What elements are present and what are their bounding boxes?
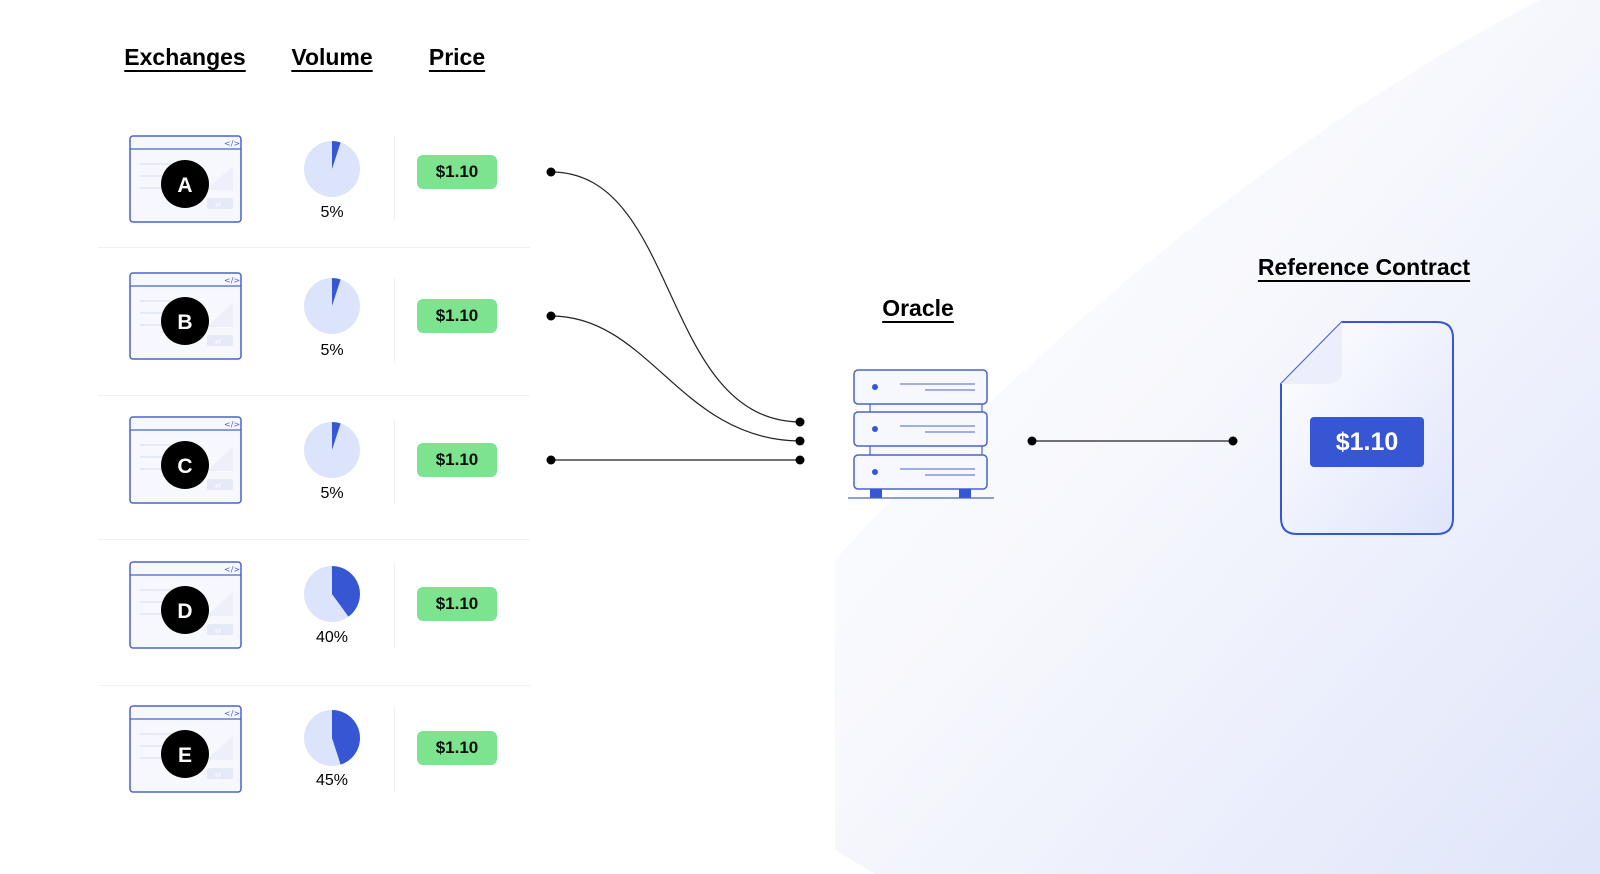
browser-window-icon: </> ⇄ B <box>129 272 242 360</box>
oracle-heading: Oracle <box>882 295 954 321</box>
volume-pie-slice-b <box>332 278 341 306</box>
server-stack-icon <box>848 369 994 499</box>
volume-heading: Volume <box>291 44 373 70</box>
row-divider <box>98 395 530 396</box>
svg-text:⇄: ⇄ <box>215 338 221 346</box>
column-divider <box>394 563 395 648</box>
svg-text:⇄: ⇄ <box>215 482 221 490</box>
row-divider <box>98 247 530 248</box>
price-badge-b: $1.10 <box>417 299 497 333</box>
row-divider <box>98 685 530 686</box>
exchange-letter-e: E <box>178 744 192 767</box>
price-badge-a: $1.10 <box>417 155 497 189</box>
connector-oracle-contract <box>1027 436 1238 446</box>
volume-pie-slice-a <box>332 141 341 169</box>
svg-text:</>: </> <box>224 139 240 148</box>
price-badge-c: $1.10 <box>417 443 497 477</box>
browser-window-icon: </> ⇄ A <box>129 135 242 223</box>
price-badge-e: $1.10 <box>417 731 497 765</box>
exchange-letter-a: A <box>177 174 192 197</box>
row-divider <box>98 539 530 540</box>
browser-window-icon: </> ⇄ D <box>129 561 242 649</box>
browser-window-icon: </> ⇄ E <box>129 705 242 793</box>
svg-text:</>: </> <box>224 276 240 285</box>
volume-pie-slice-e <box>332 710 360 765</box>
volume-pie-d <box>304 566 360 622</box>
connector-b-oracle <box>546 311 805 446</box>
connector-a-oracle <box>546 167 805 427</box>
volume-pie-a <box>304 141 360 197</box>
volume-label-e: 45% <box>315 772 349 789</box>
volume-label-c: 5% <box>320 485 344 502</box>
volume-label-b: 5% <box>320 342 344 359</box>
svg-text:</>: </> <box>224 420 240 429</box>
volume-pie-slice-c <box>332 422 341 450</box>
exchange-letter-c: C <box>177 455 192 478</box>
browser-window-icon: </> ⇄ C <box>129 416 242 504</box>
price-heading: Price <box>428 44 486 70</box>
reference-contract-value: $1.10 <box>1310 417 1424 467</box>
reference-contract-heading: Reference Contract <box>1257 254 1471 280</box>
column-divider <box>394 707 395 792</box>
svg-text:</>: </> <box>224 565 240 574</box>
svg-text:⇄: ⇄ <box>215 201 221 209</box>
column-divider <box>394 420 395 505</box>
svg-text:⇄: ⇄ <box>215 771 221 779</box>
exchange-letter-b: B <box>177 311 192 334</box>
volume-pie-slice-d <box>332 566 360 617</box>
column-divider <box>394 278 395 363</box>
volume-pie-e <box>304 710 360 766</box>
svg-text:⇄: ⇄ <box>215 627 221 635</box>
connector-c-oracle <box>546 455 805 465</box>
volume-pie-b <box>304 278 360 334</box>
volume-label-a: 5% <box>320 204 344 221</box>
volume-label-d: 40% <box>315 629 349 646</box>
exchange-letter-d: D <box>177 600 192 623</box>
volume-pie-c <box>304 422 360 478</box>
exchanges-heading: Exchanges <box>124 44 246 70</box>
price-badge-d: $1.10 <box>417 587 497 621</box>
column-divider <box>394 135 395 220</box>
svg-text:</>: </> <box>224 709 240 718</box>
